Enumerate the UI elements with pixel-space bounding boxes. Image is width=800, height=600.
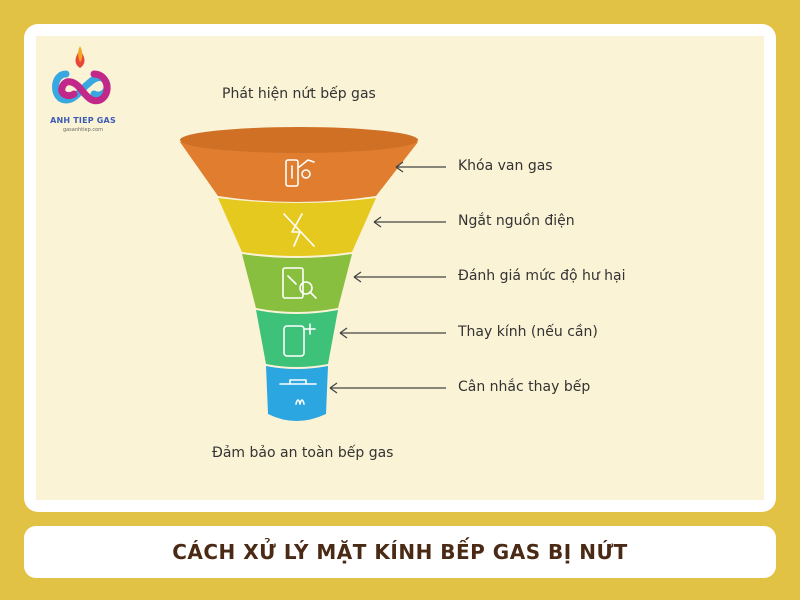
funnel-step-1 [180, 127, 418, 202]
funnel-diagram [180, 127, 446, 421]
funnel-step-5 [266, 366, 328, 421]
step-label-5: Cân nhắc thay bếp [458, 379, 591, 395]
logo-mark-icon [52, 46, 111, 105]
step-label-3: Đánh giá mức độ hư hại [458, 268, 626, 284]
funnel-bottom-label: Đảm bảo an toàn bếp gas [212, 445, 394, 461]
banner-title: CÁCH XỬ LÝ MẶT KÍNH BẾP GAS BỊ NỨT [172, 540, 628, 564]
arrow-step-1 [395, 161, 446, 173]
title-banner: CÁCH XỬ LÝ MẶT KÍNH BẾP GAS BỊ NỨT [24, 526, 776, 578]
step-label-1: Khóa van gas [458, 158, 553, 174]
brand-logo: ANH TIEP GAS gasanhtiep.com [44, 44, 122, 136]
step-label-4: Thay kính (nếu cần) [458, 324, 598, 340]
diagram-panel [36, 36, 764, 500]
inspect-damage-icon [282, 267, 317, 299]
step-label-2: Ngắt nguồn điện [458, 213, 575, 229]
funnel-step-4 [256, 310, 338, 367]
funnel-step-3 [242, 254, 352, 312]
arrow-step-2 [373, 216, 446, 228]
arrow-step-4 [339, 327, 446, 339]
gas-valve-hand-icon [285, 159, 315, 187]
power-off-icon [283, 213, 315, 247]
funnel-top-label: Phát hiện nứt bếp gas [222, 86, 376, 102]
arrow-step-3 [353, 271, 446, 283]
logo-brand-name: ANH TIEP GAS [50, 116, 116, 125]
replace-glass-icon [283, 323, 316, 357]
arrow-step-5 [329, 382, 446, 394]
logo-url: gasanhtiep.com [62, 127, 104, 133]
stove-icon [279, 379, 317, 405]
